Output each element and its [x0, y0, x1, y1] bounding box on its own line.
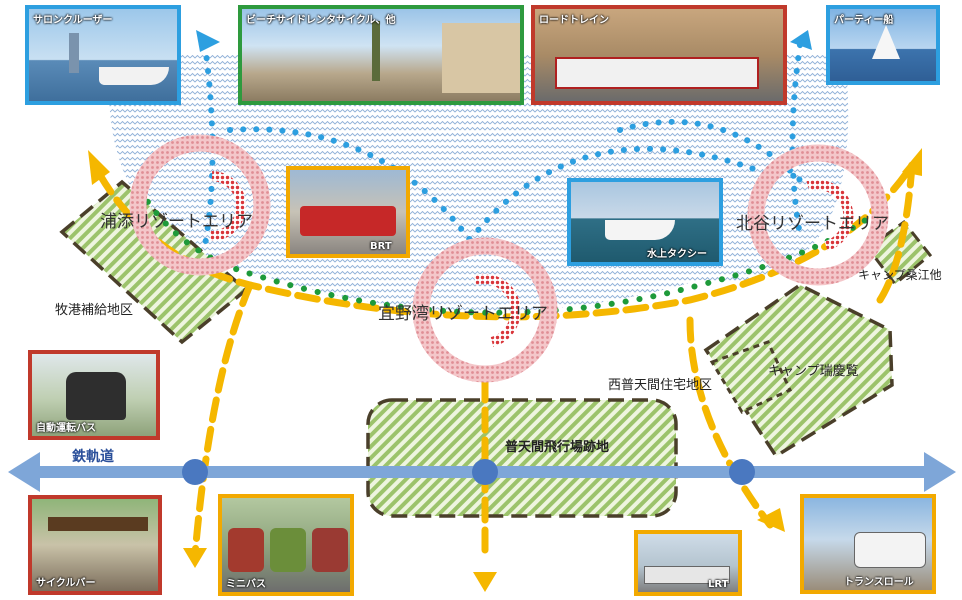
district-nishifutenma	[709, 340, 792, 414]
photo-party-boat: パーティー船	[826, 5, 940, 85]
caption-road-train: ロードトレイン	[539, 15, 609, 26]
label-futenma: 普天間飛行場跡地	[505, 440, 610, 455]
photo-lrt: LRT	[634, 530, 742, 596]
green-dotted-route	[137, 187, 883, 316]
label-chatan-resort: 北谷リゾートエリア	[736, 214, 889, 234]
yellow-arrow-northeast	[902, 148, 922, 176]
blue-arrow-west	[196, 30, 220, 52]
minibus-shape-1	[228, 528, 264, 572]
photo-road-train: ロードトレイン	[531, 5, 787, 105]
building-shape	[442, 23, 520, 93]
blue-dotted-route-3	[467, 145, 773, 243]
district-futenma	[366, 398, 678, 518]
photo-brt: BRT	[286, 166, 410, 258]
yellow-route-east-south	[686, 316, 774, 529]
station-east	[729, 459, 755, 485]
ring-urasoe	[129, 134, 271, 276]
caption-cycle-bar: サイクルバー	[36, 578, 96, 589]
yellow-arrow-east-south	[757, 508, 785, 532]
label-makiminato: 牧港補給地区	[55, 303, 134, 318]
lrt-shape	[644, 566, 730, 584]
yellow-arrow-west-south	[183, 548, 207, 568]
caption-mini-bus: ミニバス	[226, 579, 266, 590]
label-rail: 鉄軌道	[72, 449, 114, 465]
district-zukeran	[703, 282, 894, 459]
station-center	[472, 459, 498, 485]
cycle-bar-shape	[48, 517, 148, 531]
bus-shape	[300, 206, 396, 236]
sail-shape	[872, 25, 900, 59]
blue-arrow-east	[790, 30, 812, 50]
station-west	[182, 459, 208, 485]
photo-water-taxi: 水上タクシー	[567, 178, 723, 266]
yellow-route-west-south	[191, 281, 254, 559]
ring-chatan	[747, 144, 889, 286]
caption-lrt: LRT	[708, 579, 729, 590]
palm-shape	[372, 21, 380, 81]
label-zukeran: キャンプ瑞慶覧	[768, 364, 859, 379]
caption-water-taxi: 水上タクシー	[647, 249, 707, 260]
photo-cycle-bar: サイクルバー	[28, 495, 162, 595]
photo-auto-bus: 自動運転バス	[28, 350, 160, 440]
minibus-shape-3	[312, 528, 348, 572]
photo-transrole: トランスロール	[800, 494, 936, 594]
transrole-shape	[854, 532, 926, 568]
blue-dotted-route-4	[789, 42, 803, 238]
photo-salon-cruiser: サロンクルーザー	[25, 5, 181, 105]
caption-beachside: ビーチサイドレンタサイクル、他	[246, 15, 396, 26]
taxi-boat-shape	[605, 220, 675, 240]
minibus-shape-2	[270, 528, 306, 572]
caption-party-boat: パーティー船	[834, 15, 894, 26]
train-shape	[555, 57, 759, 89]
label-nishifutenma: 西普天間住宅地区	[608, 378, 713, 393]
label-ginowan-resort: 宜野湾リゾートエリア	[378, 304, 548, 324]
yellow-arrow-center-south	[473, 572, 497, 592]
caption-brt: BRT	[370, 241, 392, 252]
yellow-arrow-northwest	[88, 150, 110, 185]
caption-auto-bus: 自動運転バス	[36, 423, 96, 434]
yellow-route-chatan	[876, 161, 916, 304]
label-urasoe-resort: 浦添リゾートエリア	[100, 212, 253, 232]
photo-beachside: ビーチサイドレンタサイクル、他	[238, 5, 524, 105]
auto-bus-shape	[66, 372, 126, 420]
boat-shape	[99, 67, 169, 85]
caption-salon-cruiser: サロンクルーザー	[33, 15, 113, 26]
label-kuwae: キャンプ桑江他	[858, 268, 942, 282]
ring-ginowan	[412, 237, 558, 383]
blue-dotted-route-2	[227, 126, 473, 243]
caption-transrole: トランスロール	[844, 577, 914, 588]
photo-mini-bus: ミニバス	[218, 494, 354, 596]
skyline-shape	[69, 33, 79, 73]
